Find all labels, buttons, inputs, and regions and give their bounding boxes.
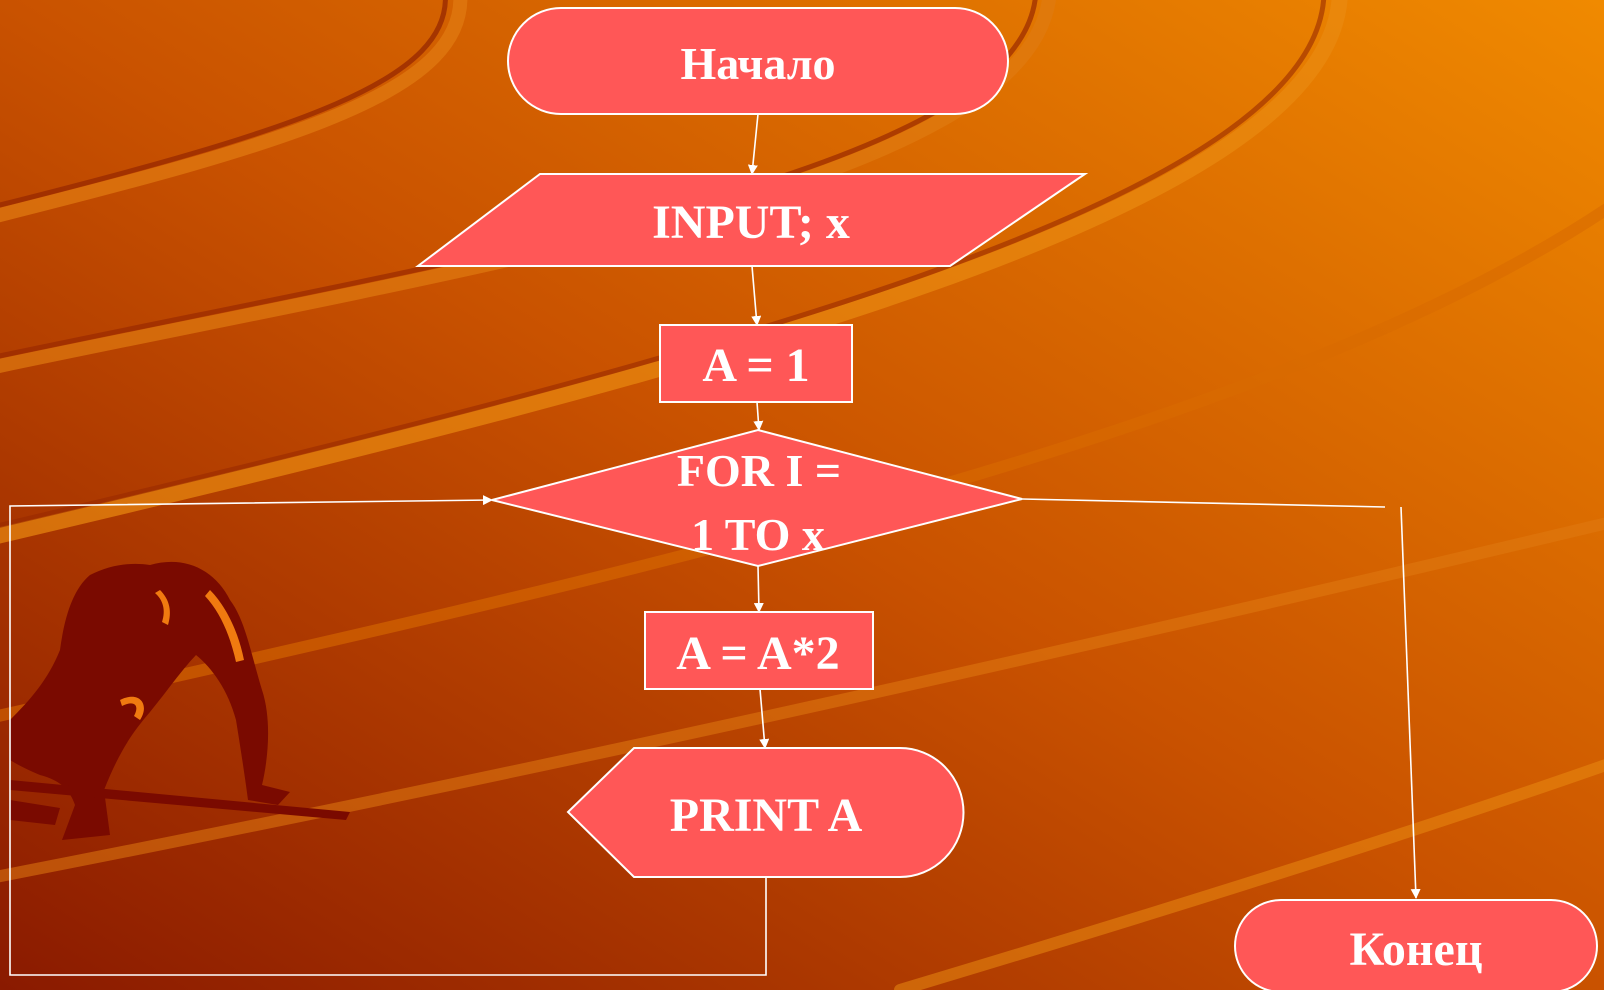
output-label: PRINT A (670, 789, 863, 842)
start-terminator: Начало (507, 7, 1009, 115)
connector-input-init (751, 265, 762, 326)
assign-init-label: A = 1 (702, 339, 809, 392)
loop-label-line2: 1 TO x (691, 509, 825, 560)
sprinter-silhouette-icon (10, 561, 350, 840)
end-terminator: Конец (1234, 899, 1598, 990)
connector-loop-back (9, 495, 767, 976)
input-parallelogram: INPUT; x (415, 173, 1089, 267)
start-label: Начало (680, 38, 835, 89)
assign-loop-label: A = A*2 (676, 627, 839, 680)
connector-init-loop (753, 401, 764, 431)
connector-start-input (747, 113, 759, 175)
assign-init-process: A = 1 (659, 324, 853, 403)
loop-label-line1: FOR I = (677, 445, 841, 496)
loop-decision: FOR I = 1 TO x (491, 428, 1023, 568)
connectors (9, 113, 1421, 976)
output-display: PRINT A (566, 747, 965, 878)
connector-loop-body (753, 565, 764, 613)
connector-exit-end (1400, 506, 1421, 899)
input-label: INPUT; x (652, 196, 850, 249)
assign-loop-process: A = A*2 (644, 611, 874, 690)
connector-loop-exit (1021, 498, 1386, 508)
connector-body-output (759, 688, 770, 749)
end-label: Конец (1349, 923, 1482, 976)
